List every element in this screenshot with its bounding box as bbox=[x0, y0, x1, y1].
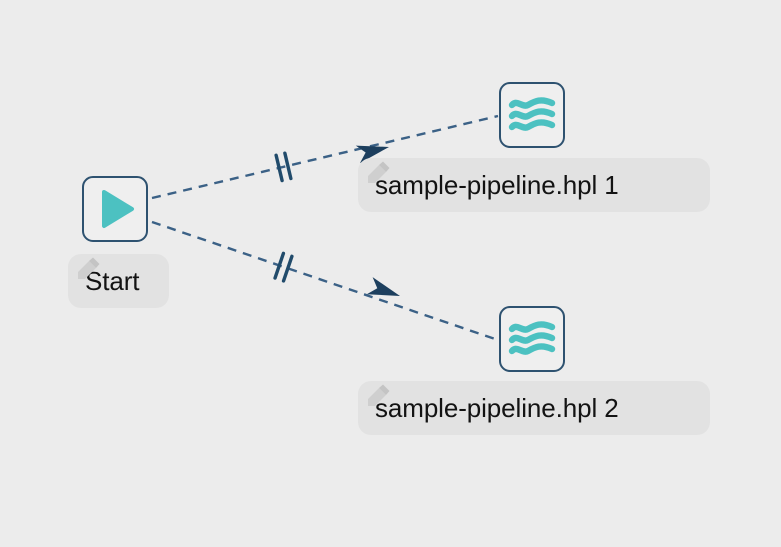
pipeline-waves-icon bbox=[508, 317, 556, 361]
node-pipeline-1[interactable] bbox=[499, 82, 565, 148]
hop-start-to-pipeline-2[interactable] bbox=[151, 220, 499, 342]
node-pipeline-2[interactable] bbox=[499, 306, 565, 372]
hop-marker-unconditional bbox=[274, 151, 293, 183]
play-triangle-icon bbox=[92, 186, 138, 232]
node-start-label-badge[interactable]: Start bbox=[68, 254, 169, 308]
hop-line bbox=[151, 220, 499, 342]
node-start[interactable] bbox=[82, 176, 148, 242]
node-start-label: Start bbox=[85, 265, 140, 296]
hop-arrowhead bbox=[366, 277, 400, 296]
node-pipeline-1-label-badge[interactable]: sample-pipeline.hpl 1 bbox=[358, 158, 710, 212]
hop-marker-unconditional bbox=[273, 251, 294, 283]
node-pipeline-2-label-badge[interactable]: sample-pipeline.hpl 2 bbox=[358, 381, 710, 435]
node-pipeline-1-label: sample-pipeline.hpl 1 bbox=[375, 169, 619, 200]
node-pipeline-2-label: sample-pipeline.hpl 2 bbox=[375, 392, 619, 423]
pipeline-waves-icon bbox=[508, 93, 556, 137]
